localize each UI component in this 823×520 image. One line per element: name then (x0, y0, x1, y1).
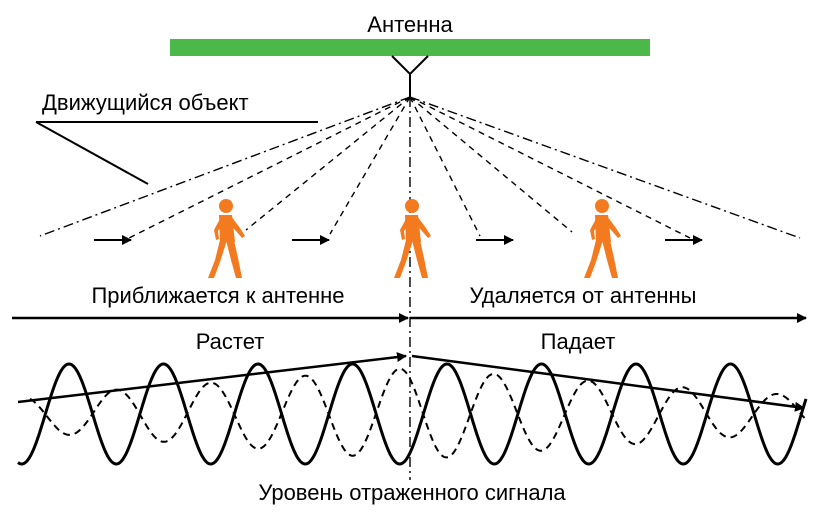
signal-level-label: Уровень отраженного сигнала (258, 480, 566, 505)
beam-line (245, 96, 411, 231)
beam-line (124, 96, 411, 241)
beam-lines (39, 96, 801, 480)
beam-line (39, 96, 411, 237)
approaching-label: Приближается к антенне (91, 283, 344, 308)
antenna-feed (391, 55, 429, 76)
reflected-signal-wave (17, 362, 808, 466)
falling-trend-arrow (411, 354, 805, 412)
receding-label: Удаляется от антенны (470, 283, 697, 308)
beam-line (409, 96, 691, 239)
rising-trend-arrow (17, 352, 407, 404)
beam-line (409, 96, 573, 233)
beam-line (329, 96, 411, 235)
walking-person-icon (208, 199, 245, 278)
falling-label: Падает (541, 329, 616, 354)
walking-person-icon (394, 199, 431, 278)
walking-person-icon (584, 199, 621, 278)
antenna-bar (170, 39, 650, 56)
antenna-label: Антенна (367, 12, 453, 37)
moving-object-label: Движущийся объект (42, 90, 249, 115)
beam-line (409, 96, 481, 237)
beam-line (409, 96, 801, 239)
rising-label: Растет (196, 329, 265, 354)
label-pointer (35, 121, 149, 185)
reference-wave (29, 367, 807, 459)
